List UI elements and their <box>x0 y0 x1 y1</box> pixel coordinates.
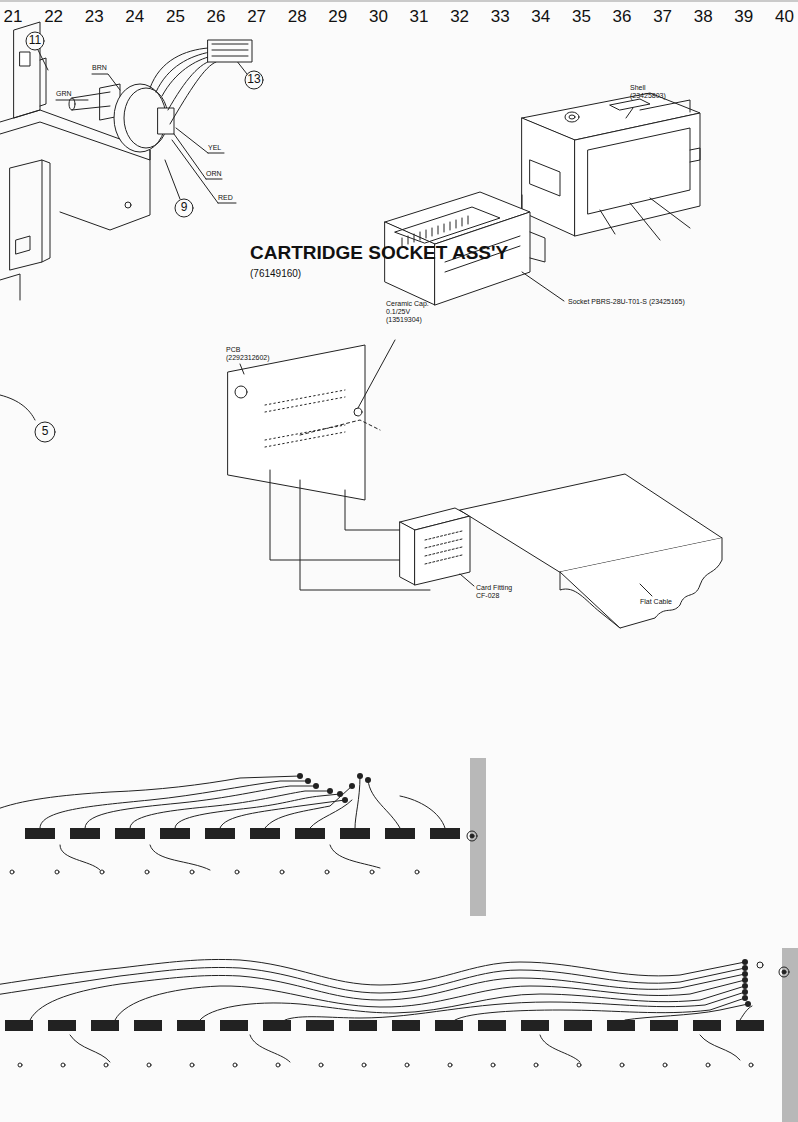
column-number: 38 <box>694 7 713 27</box>
pcb-drawing <box>228 340 430 590</box>
column-number: 33 <box>491 7 510 27</box>
column-number: 36 <box>613 7 632 27</box>
pot-bracket <box>0 22 263 442</box>
column-number: 40 <box>775 7 794 27</box>
callout-number: 5 <box>42 425 49 439</box>
column-number: 27 <box>247 7 266 27</box>
header-rule <box>0 1 798 2</box>
column-number: 25 <box>166 7 185 27</box>
callout-number: 13 <box>247 73 260 87</box>
wire-color: RED <box>218 194 233 202</box>
column-number: 39 <box>734 7 753 27</box>
wire-color: YEL <box>208 144 221 152</box>
section-title: CARTRIDGE SOCKET ASS'Y <box>250 242 508 264</box>
part-label: Flat Cable <box>640 598 672 606</box>
column-number: 32 <box>450 7 469 27</box>
callout-number: 11 <box>29 34 41 48</box>
column-number: 31 <box>410 7 429 27</box>
column-number: 26 <box>207 7 226 27</box>
column-number: 37 <box>653 7 672 27</box>
part-number: (76149160) <box>250 268 301 280</box>
wire-color: GRN <box>56 90 72 98</box>
column-number: 34 <box>531 7 550 27</box>
column-number: 22 <box>44 7 63 27</box>
column-number: 35 <box>572 7 591 27</box>
pcb-strip <box>0 948 798 1122</box>
column-number: 28 <box>288 7 307 27</box>
potentiometer-drawing <box>56 40 252 203</box>
column-number: 30 <box>369 7 388 27</box>
column-number: 21 <box>4 7 23 27</box>
callout-number: 9 <box>181 201 188 215</box>
wire-color: BRN <box>92 64 107 72</box>
wire-color: ORN <box>206 170 222 178</box>
column-number: 24 <box>125 7 144 27</box>
part-label: Ceramic Cap. 0.1/25V (13519304) <box>386 300 438 324</box>
part-label: Card Fitting CF-028 <box>476 584 522 600</box>
shell-drawing <box>522 93 700 240</box>
pcb-strip <box>0 758 486 916</box>
part-label: PCB (2292312602) <box>226 346 276 362</box>
part-label: Socket PBRS-28U-T01-S (23425165) <box>568 298 685 306</box>
column-number: 23 <box>85 7 104 27</box>
part-label: Shell (23425803) <box>630 84 676 100</box>
flat-cable-drawing <box>460 474 722 628</box>
column-number: 29 <box>328 7 347 27</box>
card-fitting-drawing <box>400 508 474 586</box>
